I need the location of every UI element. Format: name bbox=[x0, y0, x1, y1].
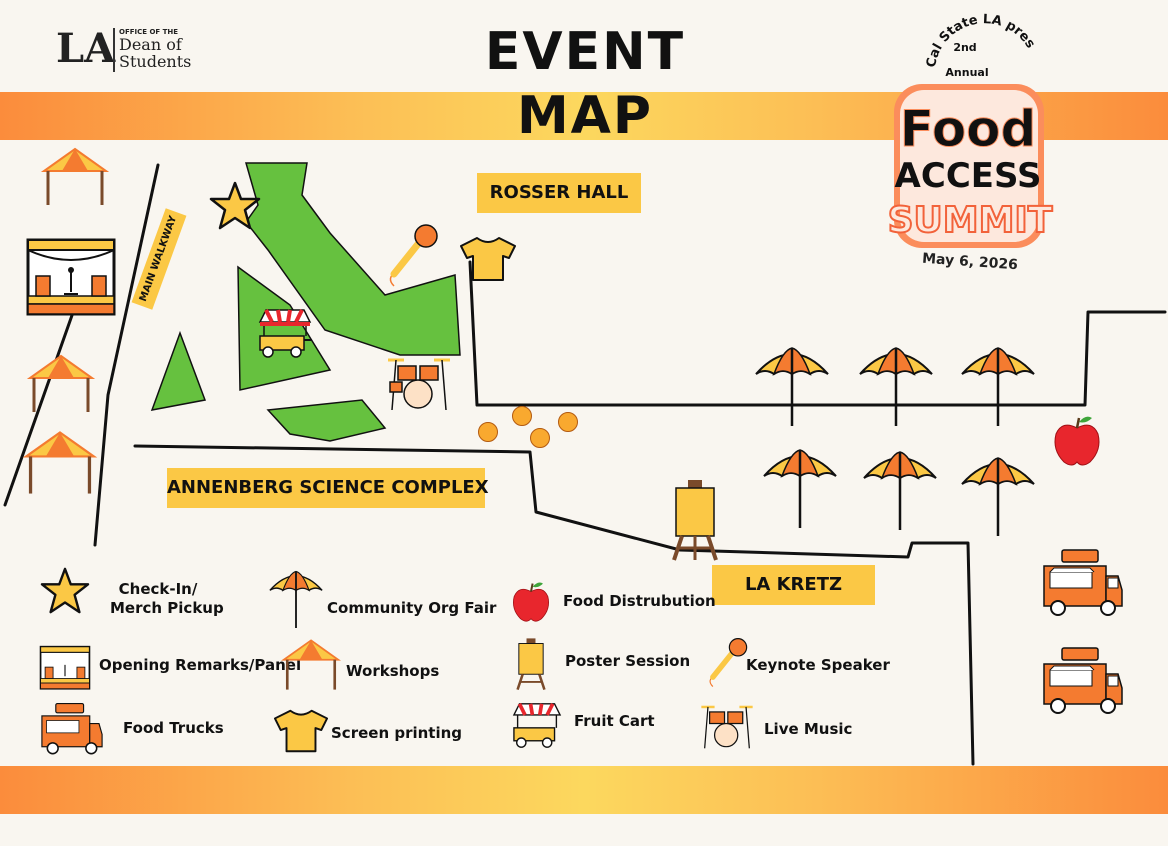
legend-checkin-line1: Check-In/ bbox=[118, 580, 198, 598]
legend-orgfair-label: Community Org Fair bbox=[327, 599, 497, 617]
badge-2nd: 2nd bbox=[953, 41, 976, 54]
lawn-middle bbox=[237, 265, 332, 391]
tent-icon bbox=[40, 147, 110, 205]
umbrella-icon bbox=[763, 449, 837, 528]
logo-office-text: OFFICE OF THE bbox=[119, 28, 179, 36]
legend-keynote-label: Keynote Speaker bbox=[746, 656, 890, 674]
label-rosser-hall: ROSSER HALL bbox=[477, 173, 641, 213]
food-truck-icon bbox=[1043, 549, 1123, 616]
legend-food-truck-icon bbox=[41, 702, 103, 755]
legend-umbrella-icon bbox=[269, 570, 323, 628]
legend-stage-icon bbox=[39, 645, 91, 690]
annenberg-path-line bbox=[133, 444, 975, 766]
lawn-south bbox=[266, 399, 387, 442]
legend-checkin-line2: Merch Pickup bbox=[110, 599, 224, 617]
badge-annual: Annual bbox=[945, 66, 988, 79]
legend-opening-label: Opening Remarks/Panel bbox=[99, 656, 302, 674]
legend-easel-icon bbox=[516, 638, 546, 691]
legend-apple-icon bbox=[513, 582, 549, 622]
legend-music-label: Live Music bbox=[764, 720, 853, 738]
logo-line2: Students bbox=[119, 52, 192, 71]
tent-icon bbox=[22, 431, 98, 494]
apple-icon bbox=[1054, 416, 1100, 466]
drum-kit-icon bbox=[388, 358, 450, 411]
stage-icon bbox=[26, 238, 116, 316]
umbrella-icon bbox=[863, 451, 937, 530]
label-annenberg-science-complex: ANNENBERG SCIENCE COMPLEX bbox=[167, 468, 489, 508]
legend-fruit-label: Fruit Cart bbox=[574, 712, 655, 730]
orange-dots-icon bbox=[478, 406, 578, 448]
legend-tshirt-icon bbox=[273, 709, 329, 753]
legend-trucks-label: Food Trucks bbox=[123, 719, 224, 737]
badge-word-summit: SUMMIT bbox=[888, 200, 1053, 241]
legend-fruit-cart-icon bbox=[512, 703, 562, 748]
food-access-summit-badge: Cal State LA presents 2nd Annual Food AC… bbox=[875, 0, 1054, 248]
badge-inner bbox=[900, 90, 1038, 242]
green-lawns bbox=[150, 162, 461, 442]
page-title: EVENT MAP bbox=[484, 22, 686, 146]
legend-workshops-label: Workshops bbox=[346, 662, 440, 680]
label-la-kretz: LA KRETZ bbox=[712, 565, 875, 605]
legend-checkin-label: Check-In/ Merch Pickup bbox=[110, 580, 224, 618]
umbrella-icon bbox=[961, 347, 1035, 426]
badge-word-food: Food bbox=[900, 100, 1037, 158]
legend-microphone-icon bbox=[709, 638, 748, 687]
rosser-path-line bbox=[468, 260, 1167, 407]
lawn-west bbox=[150, 330, 207, 411]
fruit-cart-icon bbox=[258, 309, 312, 358]
legend-poster-label: Poster Session bbox=[565, 652, 691, 670]
star-icon bbox=[209, 181, 261, 230]
tent-icon bbox=[26, 354, 96, 412]
umbrella-icon bbox=[859, 347, 933, 426]
logo-divider bbox=[113, 28, 115, 72]
legend-drum-kit-icon bbox=[701, 705, 753, 749]
legend-screen-label: Screen printing bbox=[331, 724, 463, 742]
umbrella-icon bbox=[755, 347, 829, 426]
legend-fooddist-label: Food Distrubution bbox=[563, 592, 716, 610]
main-walkway-line bbox=[93, 163, 160, 547]
microphone-icon bbox=[389, 224, 438, 287]
umbrella-icon bbox=[961, 457, 1035, 536]
logo-mark: LA bbox=[56, 25, 116, 72]
tshirt-icon bbox=[460, 237, 516, 281]
logo-line1: Dean of bbox=[119, 35, 182, 54]
food-truck-icon bbox=[1043, 647, 1123, 714]
legend-star-icon bbox=[40, 567, 90, 614]
legend-tent-icon bbox=[281, 639, 341, 690]
easel-icon bbox=[672, 480, 718, 561]
badge-word-access: ACCESS bbox=[895, 156, 1042, 196]
bottom-orange-band bbox=[0, 766, 1168, 814]
